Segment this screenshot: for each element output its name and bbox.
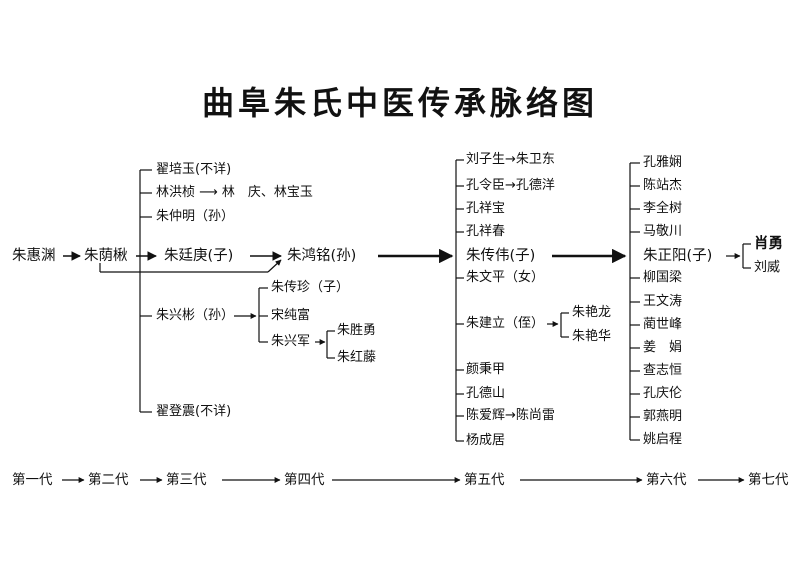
gen5-item: 孔德山 [466, 386, 506, 401]
gen7-item: 刘威 [754, 260, 781, 275]
great-grandchild-item: 朱红藤 [337, 350, 377, 365]
gen6-item: 柳国梁 [643, 270, 683, 285]
gen3-person: 朱廷庚(子) [164, 248, 234, 264]
great-grandchild-item: 朱胜勇 [337, 323, 377, 338]
gen5-item: 陈爱辉→陈尚雷 [466, 408, 555, 423]
gen2-branch: 翟登震(不详) [156, 404, 232, 419]
gen5-child-item: 朱艳华 [572, 329, 612, 344]
gen5-item: 孔祥春 [466, 224, 506, 239]
gen1-person: 朱惠渊 [12, 248, 56, 264]
gen6-item: 李全树 [643, 201, 683, 216]
gen6-item: 姜 娟 [643, 340, 683, 355]
gen6-item: 郭燕明 [643, 409, 683, 424]
generation-label: 第二代 [88, 472, 129, 488]
grandchild-item: 宋纯富 [271, 308, 311, 323]
gen5-main-person: 朱传伟(子) [466, 248, 536, 264]
gen2-branch: 林洪桢 ⟶ 林 庆、林宝玉 [156, 185, 313, 200]
gen5-item: 孔令臣→孔德洋 [466, 178, 555, 193]
gen5-item: 朱建立（侄） [466, 316, 545, 331]
generation-label: 第三代 [166, 472, 207, 488]
gen5-item: 杨成居 [466, 433, 506, 448]
gen2-branch: 翟培玉(不详) [156, 162, 232, 177]
generation-label: 第七代 [748, 472, 789, 488]
gen6-item: 姚启程 [643, 432, 683, 447]
generation-label: 第五代 [464, 472, 505, 488]
gen7-item: 肖勇 [754, 236, 783, 252]
gen5-child-item: 朱艳龙 [572, 305, 612, 320]
gen6-item: 孔庆伦 [643, 386, 683, 401]
generation-label: 第六代 [646, 472, 687, 488]
gen5-item: 颜秉甲 [466, 362, 506, 377]
gen5-item: 朱文平（女） [466, 270, 545, 285]
gen2-branch: 朱兴彬（孙） [156, 308, 235, 323]
generation-label: 第一代 [12, 472, 53, 488]
page-title: 曲阜朱氏中医传承脉络图 [201, 84, 598, 122]
generation-label: 第四代 [284, 472, 325, 488]
gen6-item: 陈站杰 [643, 178, 683, 193]
grandchild-item: 朱兴军 [271, 334, 311, 349]
gen6-main-person: 朱正阳(子) [643, 248, 713, 264]
grandchild-item: 朱传珍（子） [271, 280, 350, 295]
gen2-person: 朱荫楸 [84, 248, 128, 264]
gen6-item: 王文涛 [643, 294, 683, 309]
gen6-item: 查志恒 [643, 363, 683, 378]
gen2-branch: 朱仲明（孙） [156, 209, 235, 224]
gen6-item: 马敬川 [643, 224, 683, 239]
gen6-item: 蔺世峰 [643, 317, 683, 332]
gen5-item: 刘子生→朱卫东 [466, 152, 555, 167]
gen6-item: 孔雅娴 [643, 155, 683, 170]
gen4-person: 朱鸿铭(孙) [287, 248, 357, 264]
gen5-item: 孔祥宝 [466, 201, 506, 216]
